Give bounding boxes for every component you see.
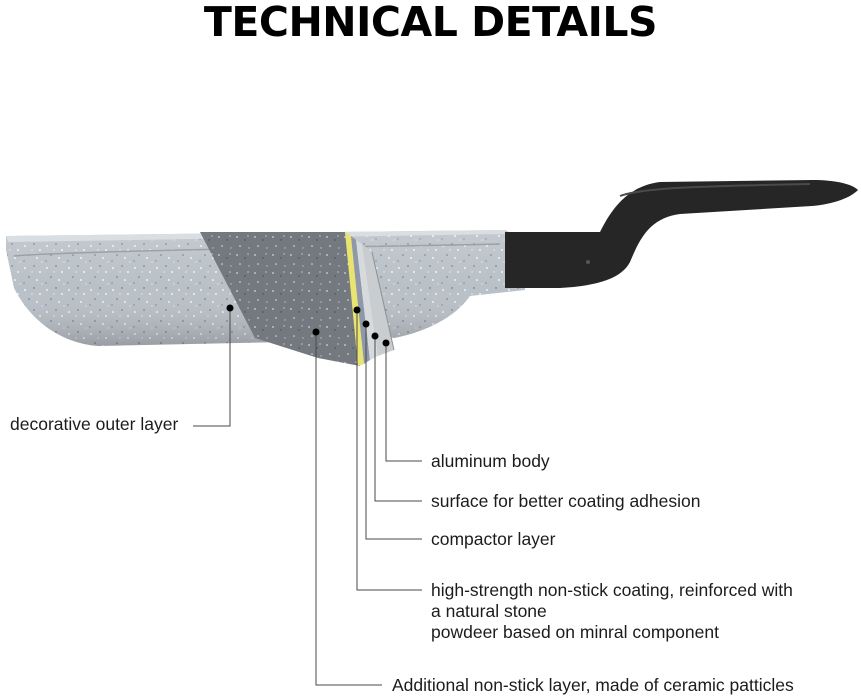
cutaway-wall	[200, 232, 360, 366]
leader-compactor	[365, 324, 422, 540]
aluminum-body-layer	[362, 244, 394, 356]
label-line: compactor layer	[431, 529, 556, 549]
leader-aluminum	[385, 343, 422, 462]
callout-dot-adhesion	[371, 332, 379, 340]
callout-dot-compactor	[362, 320, 370, 328]
leader-adhesion	[374, 336, 422, 502]
label-line: powdeer based on minral component	[431, 622, 719, 642]
leader-nonstick	[356, 310, 422, 591]
label-line: high-strength non-stick coating, reinfor…	[431, 580, 793, 600]
label-line: aluminum body	[431, 451, 550, 471]
label-coating-adhesion: surface for better coating adhesion	[431, 491, 700, 512]
label-line: decorative outer layer	[10, 414, 179, 434]
leader-lines	[193, 308, 422, 686]
label-line: surface for better coating adhesion	[431, 491, 701, 511]
adhesion-layer	[356, 240, 378, 360]
label-compactor-layer: compactor layer	[431, 529, 556, 550]
label-aluminum-body: aluminum body	[431, 451, 550, 472]
label-decorative-outer-layer: decorative outer layer	[10, 414, 178, 435]
label-line: Additional non-stick layer, made of cera…	[392, 675, 794, 695]
nonstick-coating-layer	[345, 232, 364, 366]
pan-handle	[505, 180, 858, 288]
callout-dot-outer	[226, 304, 234, 312]
callout-dot-nonstick	[353, 306, 361, 314]
callout-dot-ceramic	[312, 328, 320, 336]
leader-ceramic	[315, 332, 382, 686]
leader-outer	[193, 308, 231, 427]
page-title: TECHNICAL DETAILS	[203, 0, 658, 46]
label-ceramic-layer: Additional non-stick layer, made of cera…	[392, 675, 794, 696]
label-nonstick-coating: high-strength non-stick coating, reinfor…	[431, 580, 793, 643]
label-line: a natural stone	[431, 601, 547, 621]
callout-dot-aluminum	[382, 339, 390, 347]
compactor-layer	[351, 236, 370, 364]
